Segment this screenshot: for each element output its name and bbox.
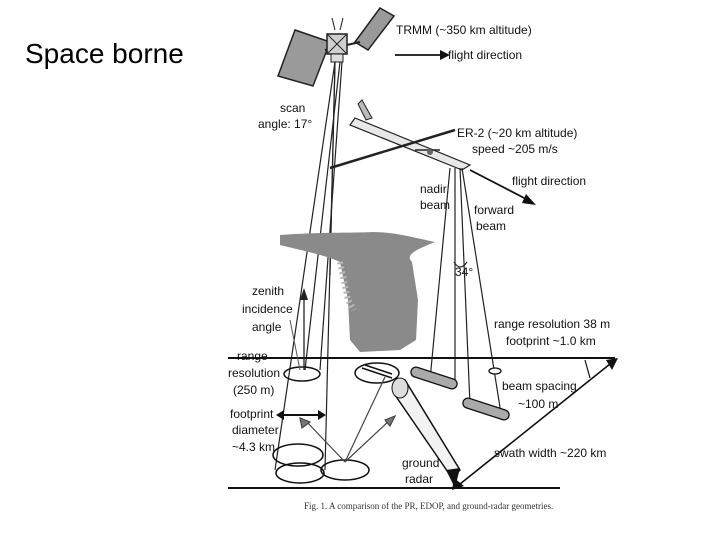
ground-radar-label-2: radar [405,472,433,486]
storm-cloud [280,232,435,352]
footprint-label-3: ~4.3 km [232,440,275,454]
range-res-38-label-1: range resolution 38 m [494,317,610,331]
er2-aircraft [329,99,472,171]
forward-beam-label-1: forward [474,203,514,217]
satellite-scan-beams [274,61,343,471]
footprint-label-2: diameter [232,423,279,437]
figure-caption: Fig. 1. A comparison of the PR, EDOP, an… [304,501,553,511]
er2-label-2: speed ~205 m/s [472,142,558,156]
er2-flight-arrow [469,169,529,201]
trmm-satellite [277,7,396,87]
range-res-label-1: range [237,349,268,363]
range-res-38-label-2: footprint ~1.0 km [506,334,596,348]
er2-label-1: ER-2 (~20 km altitude) [457,126,577,140]
scan-angle-label-1: scan [280,101,305,115]
er2-beams [429,167,503,421]
swath-width-label: swath width ~220 km [494,446,606,460]
nadir-beam-label-2: beam [420,198,450,212]
range-res-label-3: (250 m) [233,383,274,397]
zenith-label-3: angle [252,320,282,334]
swath-arrow [454,359,616,489]
beam-spacing-label-2: ~100 m [518,397,558,411]
angle-34-label: 34° [455,265,473,279]
ground-radar [391,377,461,488]
satellite-footprints [272,362,400,484]
flight-direction-mid-label: flight direction [512,174,586,188]
beam-spacing-label-1: beam spacing [502,379,577,393]
ground-radar-label-1: ground [402,456,439,470]
zenith-label-2: incidence [242,302,293,316]
slide-title: Space borne [25,38,184,69]
zenith-label-1: zenith [252,284,284,298]
er2-footprints [410,366,510,421]
scan-angle-label-2: angle: 17° [258,117,312,131]
trmm-label: TRMM (~350 km altitude) [396,23,532,37]
flight-direction-top-label: flight direction [448,48,522,62]
forward-beam-label-2: beam [476,219,506,233]
range-res-label-2: resolution [228,366,280,380]
nadir-beam-label-1: nadir [420,182,447,196]
ground-radar-beams [299,376,397,463]
footprint-label-1: footprint [230,407,274,421]
